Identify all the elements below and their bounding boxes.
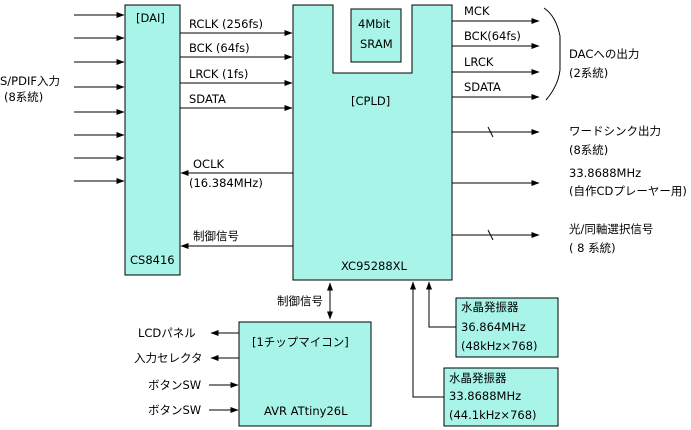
crystal2-frequency: 33.8688MHz	[449, 389, 522, 403]
oclk-frequency: (16.384MHz)	[189, 176, 263, 190]
dai-tag: [DAI]	[136, 11, 165, 25]
dac-output-count: (2系統)	[569, 66, 609, 80]
spdif-count: (8系統)	[4, 90, 44, 104]
clock-output-frequency: 33.8688MHz	[569, 166, 642, 180]
sram-block	[350, 8, 402, 63]
sdata-label: SDATA	[189, 92, 226, 106]
mck-label: MCK	[464, 4, 490, 18]
bus-output-arrows	[452, 126, 540, 241]
selector-signal-count: ( 8 系統)	[569, 241, 616, 255]
input-selector-label: 入力セレクタ	[134, 351, 203, 365]
mcu-io-arrows	[209, 330, 239, 413]
selector-signal-label: 光/同軸選択信号	[569, 222, 654, 236]
lcd-panel-label: LCDパネル	[138, 326, 196, 340]
cpld-part-name: XC95288XL	[341, 259, 407, 273]
sram-label: SRAM	[360, 37, 393, 51]
dai-to-cpld-arrows	[180, 30, 293, 111]
dac-lrck-label: LRCK	[464, 55, 494, 69]
lrck-label: LRCK (1fs)	[189, 67, 249, 81]
dai-control-label: 制御信号	[193, 229, 239, 243]
bck-label: BCK (64fs)	[189, 41, 250, 55]
crystal1-block	[455, 297, 559, 358]
spdif-label: S/PDIF入力	[0, 74, 60, 88]
mcu-tag: [1チップマイコン]	[252, 335, 349, 349]
dac-sdata-label: SDATA	[464, 80, 501, 94]
crystal1-ratio: (48kHz×768)	[461, 339, 538, 353]
crystal2-ratio: (44.1kHz×768)	[449, 408, 537, 422]
cpld-block	[292, 4, 453, 281]
dai-part-name: CS8416	[130, 253, 175, 267]
oclk-label: OCLK	[193, 157, 225, 171]
cpld-to-dai-arrows	[180, 170, 293, 249]
button-switch-2-label: ボタンSW	[148, 403, 202, 417]
crystal2-title: 水晶発振器	[449, 371, 507, 385]
crystal1-frequency: 36.864MHz	[461, 320, 526, 334]
mcu-control-label: 制御信号	[277, 294, 323, 308]
dai-block	[124, 4, 181, 276]
clock-output-purpose: (自作CDプレーヤー用)	[569, 184, 687, 198]
dac-bck-label: BCK(64fs)	[464, 29, 521, 43]
dac-output-label: DACへの出力	[569, 47, 640, 61]
mcu-part-name: AVR ATtiny26L	[264, 404, 348, 418]
button-switch-1-label: ボタンSW	[148, 378, 202, 392]
cpld-tag: [CPLD]	[351, 94, 391, 108]
spdif-input-arrows	[74, 12, 125, 184]
word-sync-count: (8系統)	[569, 143, 609, 157]
mcu-block	[238, 321, 372, 427]
word-sync-label: ワードシンク出力	[569, 124, 661, 138]
crystal1-title: 水晶発振器	[461, 300, 519, 314]
crystal-to-cpld-lines	[410, 281, 456, 398]
dac-brace	[543, 7, 561, 101]
crystal2-block	[443, 367, 559, 427]
dac-output-arrows	[452, 18, 540, 100]
sram-size: 4Mbit	[358, 17, 391, 31]
rclk-label: RCLK (256fs)	[189, 17, 264, 31]
